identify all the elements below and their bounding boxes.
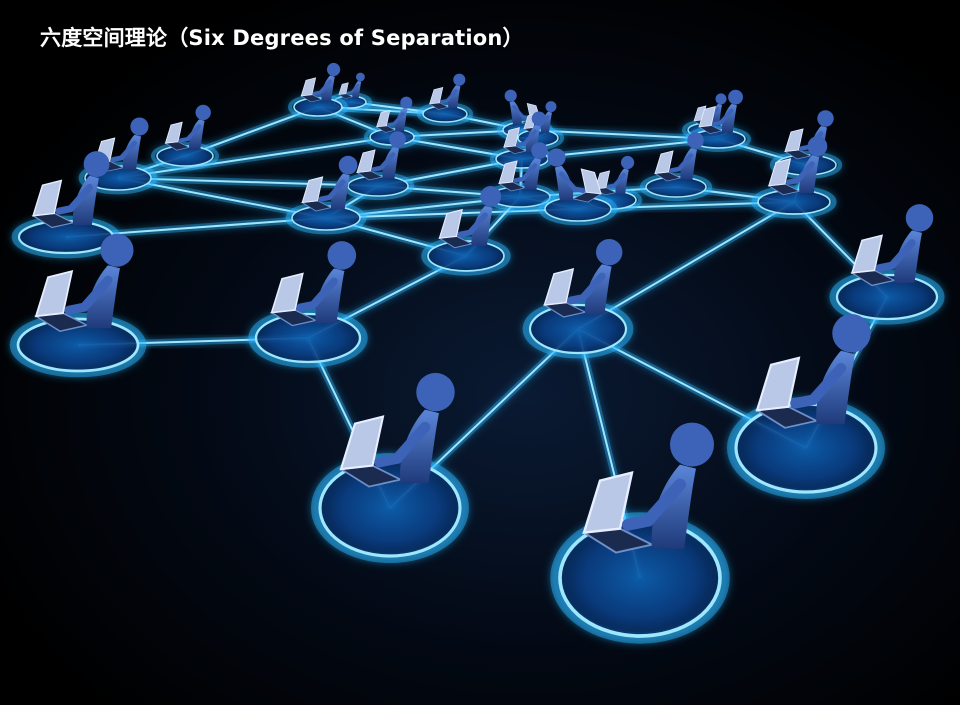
network-node	[483, 142, 557, 212]
person-at-laptop-icon	[338, 72, 365, 99]
network-node	[522, 238, 634, 359]
person-at-laptop-icon	[502, 111, 547, 155]
person-at-laptop-icon	[547, 148, 603, 203]
network-node	[78, 117, 158, 195]
person-at-laptop-icon	[437, 185, 502, 249]
network-node	[829, 204, 945, 325]
network-node	[288, 62, 348, 120]
person-at-laptop-icon	[355, 131, 406, 181]
network-nodes	[9, 62, 945, 644]
network-links	[65, 98, 891, 579]
network-node	[727, 314, 885, 499]
person-at-laptop-icon	[754, 314, 871, 429]
person-at-laptop-icon	[850, 204, 934, 287]
bottom-strip	[0, 705, 960, 721]
network-node	[248, 241, 368, 368]
network-node	[421, 185, 511, 276]
person-at-laptop-icon	[300, 62, 341, 103]
person-at-laptop-icon	[31, 151, 110, 229]
network-node	[311, 372, 469, 563]
network-node	[11, 151, 121, 259]
person-at-laptop-icon	[375, 96, 413, 133]
network-node	[550, 422, 730, 644]
person-at-laptop-icon	[338, 372, 455, 488]
network-node	[538, 148, 618, 226]
person-at-laptop-icon	[269, 241, 357, 327]
network-node	[9, 233, 147, 378]
network-node	[151, 104, 219, 170]
person-at-laptop-icon	[428, 73, 466, 110]
network-node	[417, 73, 473, 126]
person-at-laptop-icon	[300, 155, 358, 212]
network-node	[685, 89, 751, 152]
person-at-laptop-icon	[693, 93, 727, 127]
person-at-laptop-icon	[33, 233, 134, 332]
person-at-laptop-icon	[594, 155, 635, 196]
person-at-laptop-icon	[581, 422, 714, 554]
slide-title: 六度空间理论（Six Degrees of Separation）	[40, 26, 524, 50]
person-at-laptop-icon	[164, 104, 211, 151]
network-node	[341, 131, 415, 201]
network-node	[285, 155, 367, 235]
person-at-laptop-icon	[698, 89, 743, 134]
person-at-laptop-icon	[523, 101, 557, 134]
person-at-laptop-icon	[497, 142, 548, 192]
network-node	[751, 136, 837, 219]
network-link	[117, 133, 393, 182]
network-link	[117, 174, 379, 190]
network-node	[639, 132, 713, 202]
person-at-laptop-icon	[542, 238, 623, 318]
person-at-laptop-icon	[653, 132, 704, 182]
person-at-laptop-icon	[93, 117, 149, 172]
person-at-laptop-icon	[767, 136, 828, 196]
